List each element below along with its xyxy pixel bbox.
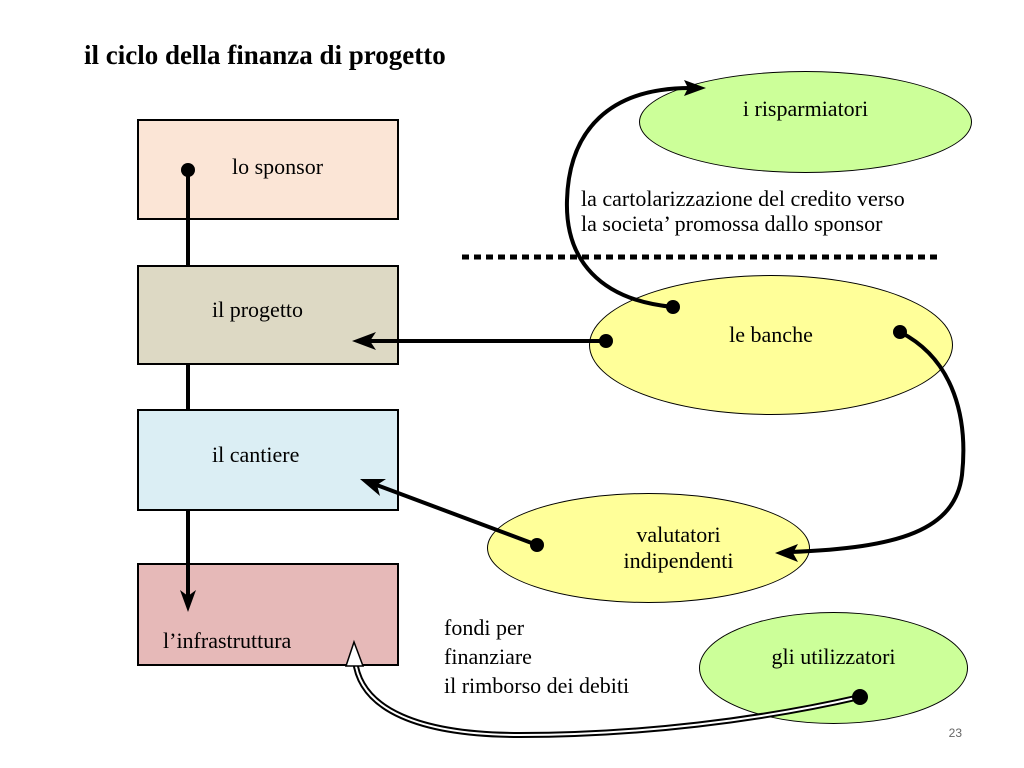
banche-dot-left [599, 334, 613, 348]
banche-dot-right [893, 325, 907, 339]
arrow-utilizzatori-infrastruttura [352, 659, 861, 739]
note-fondi: fondi per finanziare il rimborso dei deb… [444, 613, 629, 700]
valutatori-dot [530, 538, 544, 552]
ellipse-banche-label: le banche [729, 322, 813, 347]
banche-dot-top [666, 300, 680, 314]
ellipse-valutatori-label: valutatori indipendenti [624, 522, 734, 574]
arrow-banche-valutatori-head [775, 544, 798, 562]
box-progetto-label: il progetto [212, 297, 304, 322]
arrow-banche-risparmiatori [564, 86, 691, 309]
arrow-banche-progetto-head [352, 332, 376, 350]
utilizzatori-dot [852, 689, 868, 705]
note-cartolarizzazione-line2: la societa’ promossa dallo sponsor [581, 211, 883, 236]
box-sponsor: lo sponsor [137, 119, 399, 220]
arrow-banche-valutatori [789, 330, 966, 554]
box-infrastruttura: l’infrastruttura [137, 563, 399, 666]
page-number: 23 [948, 726, 962, 740]
spine-arrowhead [180, 590, 196, 612]
ellipse-risparmiatori-label: i risparmiatori [742, 96, 869, 121]
page-title: il ciclo della finanza di progetto [84, 40, 446, 70]
note-cartolarizzazione-line1: la cartolarizzazione del credito verso [581, 186, 905, 211]
box-progetto: il progetto [137, 265, 399, 365]
ellipse-valutatori-line2: indipendenti [623, 548, 734, 573]
note-fondi-line2: finanziare [444, 644, 532, 669]
arrow-utilizzatori-infrastruttura-inner [354, 659, 861, 737]
box-sponsor-label: lo sponsor [232, 154, 324, 179]
ellipse-utilizzatori-label: gli utilizzatori [771, 644, 896, 669]
arrow-utilizzatori-infrastruttura-head [344, 639, 365, 667]
arrow-valutatori-cantiere-head [360, 479, 386, 496]
box-cantiere: il cantiere [137, 409, 399, 511]
box-cantiere-label: il cantiere [212, 442, 300, 467]
ellipse-valutatori-line1: valutatori [636, 522, 721, 547]
note-cartolarizzazione: la cartolarizzazione del credito verso l… [581, 186, 905, 236]
box-infrastruttura-label: l’infrastruttura [163, 628, 292, 653]
arrow-banche-risparmiatori-head [684, 80, 706, 96]
arrow-valutatori-cantiere [373, 482, 538, 547]
note-fondi-line1: fondi per [444, 615, 525, 640]
note-fondi-line3: il rimborso dei debiti [444, 673, 630, 698]
sponsor-dot [181, 163, 195, 177]
ellipse-banche: le banche [589, 275, 953, 415]
